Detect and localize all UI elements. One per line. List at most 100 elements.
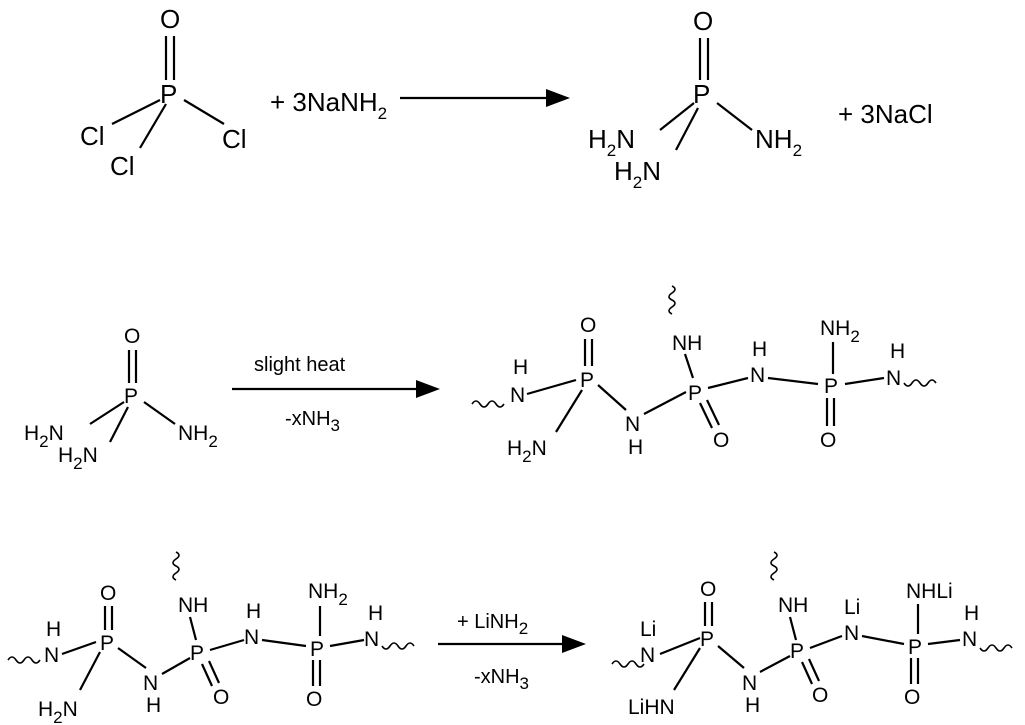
p-n-bond-3 [707,376,749,390]
nh-p-bond [788,616,798,641]
p-n-bond-bottom [109,406,129,443]
hydrogen-atom-1: H [513,356,528,379]
double-bond-line-2b [807,658,821,682]
n-p-bond-1 [659,636,701,656]
lithium-atom-1: Li [640,618,656,641]
nitrogen-atom-4: N [886,367,901,390]
oxygen-atom-1: O [700,578,716,601]
reaction-1: O P Cl Cl Cl + 3NaNH2 O P H2N NH2 H2N [80,4,933,192]
chain-end-wavy-right [979,644,1013,652]
oxygen-atom-3: O [904,686,920,709]
pocl3-molecule: O P Cl Cl Cl [80,4,247,181]
p-n-bond-3 [209,638,245,652]
oxygen-atom: O [693,6,713,36]
oxygen-atom-2: O [713,429,729,452]
polyphosphazene-product-1: N H O P H2N N H NH P O N H NH2 [471,285,937,466]
nitrogen-atom-2: N [742,672,757,695]
branch-wavy-top [172,551,180,581]
nitrogen-atom-2: N [143,672,158,695]
n-p-bond-3 [261,638,307,648]
chain-end-wavy-right [381,642,415,650]
oxygen-atom-1: O [100,582,116,605]
lithiated-polyphosphazene-product: N Li O P LiHN N H NH P O N Li NHLi [611,551,1013,719]
chlorine-atom-bottom: Cl [110,151,135,181]
reaction-3: N H O P H2N N H NH P O N H NH2 [7,551,1013,725]
lithium-amino-group: LiHN [628,696,675,719]
amino-group-bottom: H2N [58,444,98,473]
phosphorus-atom: P [124,385,138,408]
arrowhead-3 [562,635,586,653]
nitrogen-atom-3: N [244,626,259,649]
imino-top: NH [178,594,208,617]
oxygen-atom: O [124,325,140,348]
sodium-amide-reagent: + 3NaNH2 [270,87,387,123]
p-n-bond-bottom [675,107,699,151]
phosphorus-atom-2: P [190,642,204,665]
amino-group: H2N [507,437,547,466]
p-cl-bond-left [111,99,161,125]
amino-group-top: NH2 [308,580,348,609]
phosphorus-atom-3: P [824,375,838,398]
phosphorus-atom-3: P [908,636,922,659]
lithium-atom-2: Li [844,596,860,619]
amino-group-left: H2N [588,124,635,160]
chain-end-wavy-left [611,660,645,668]
amino-group-top: NH2 [820,317,860,346]
n-p-bond-2 [643,391,687,415]
amino-group-left: H2N [24,422,64,451]
p-n-bond-3 [809,634,843,650]
oxygen-atom: O [160,4,180,34]
nitrogen-atom-4: N [364,628,379,651]
phosphorus-atom: P [160,79,177,109]
p-n-bond-2 [597,384,627,411]
imino-top: NH [778,594,808,617]
p-n-bond-4 [329,638,365,648]
nitrogen-atom-3: N [750,364,765,387]
arrowhead-2 [416,380,440,398]
p-cl-bond-bottom [139,103,167,149]
sodium-chloride-byproduct: + 3NaCl [838,99,933,129]
p-nhli-bond [673,647,701,691]
p-cl-bond-right [183,99,225,125]
oxygen-atom-3: O [820,429,836,452]
double-bond-line-2b [706,399,720,426]
amino-group-right: NH2 [755,124,802,160]
double-bond-line-2b [207,660,221,684]
p-n-bond-2 [117,647,147,669]
phosphorus-atom: P [693,79,710,109]
branch-wavy-top [668,285,676,315]
nh-p-bond [188,616,198,641]
condition-minus-ammonia: -xNH3 [285,408,340,435]
hydrogen-atom-3: H [246,600,261,623]
double-bond-line-2a [800,661,814,685]
phosphoric-triamide-molecule-2: O P H2N NH2 H2N [24,325,218,473]
amino-group-right: NH2 [178,422,218,451]
nh-p-bond [683,353,695,379]
nitrogen-atom-4: N [962,628,977,651]
nitrogen-atom-1: N [510,384,525,407]
n-p-bond-2 [161,657,191,675]
p-n-bond-2 [717,645,745,669]
chain-end-wavy-left [471,400,505,408]
p-n-bond-left [659,102,695,131]
nitrogen-atom-3: N [844,622,859,645]
hydrogen-atom-2: H [146,694,161,717]
double-bond-line-2a [200,663,214,687]
phosphorus-atom-1: P [100,632,114,655]
p-n-bond-right [716,102,753,131]
chlorine-atom-left: Cl [80,121,105,151]
phosphorus-atom-1: P [580,369,594,392]
hydrogen-atom-4: H [368,602,383,625]
oxygen-atom-2: O [812,684,828,707]
double-bond-line-2a [699,402,713,429]
hydrogen-atom-2: H [745,694,760,717]
arrowhead-1 [546,89,570,107]
condition-slight-heat: slight heat [254,354,346,376]
chlorine-atom-right: Cl [222,124,247,154]
polyphosphazene-reactant: N H O P H2N N H NH P O N H NH2 [7,551,415,725]
branch-wavy-top [770,551,778,581]
hydrogen-atom-4: H [890,340,905,363]
oxygen-atom-2: O [213,686,229,709]
nitrogen-atom-1: N [640,644,655,667]
phosphorus-atom-2: P [790,640,804,663]
